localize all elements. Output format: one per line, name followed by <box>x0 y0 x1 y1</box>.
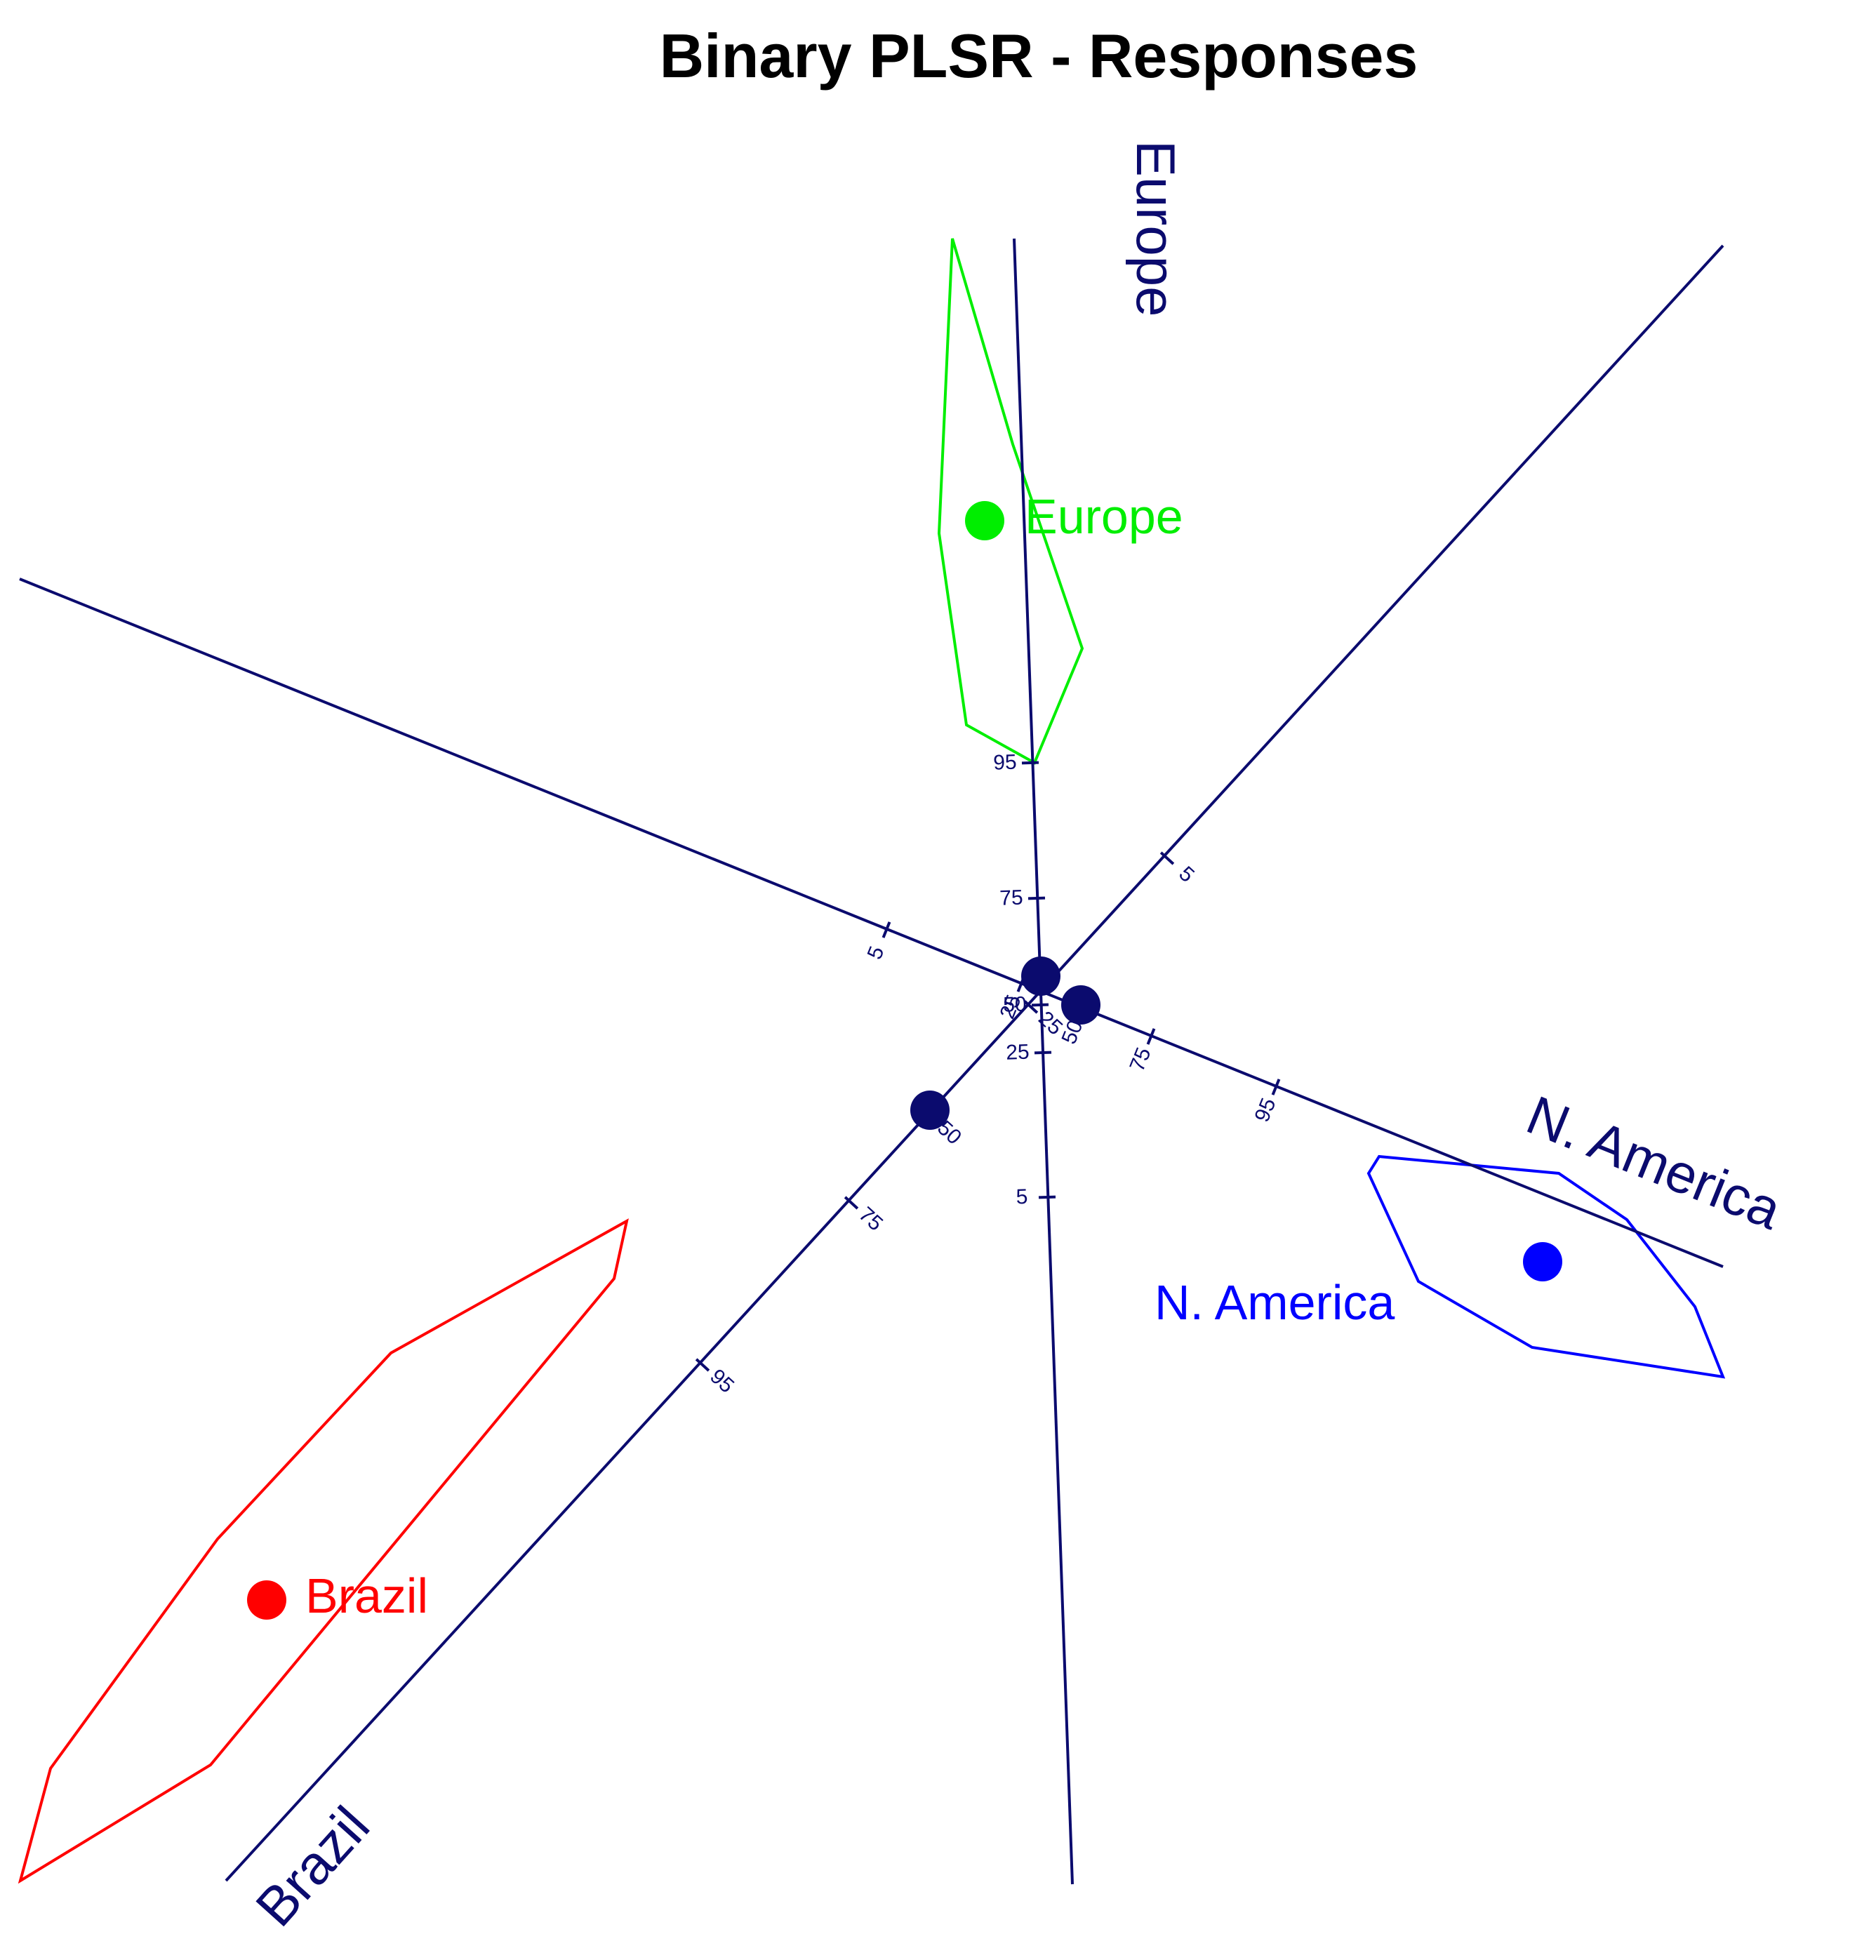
brazil-tick-label: 5 <box>1174 862 1199 887</box>
brazil-tick-mark <box>1159 851 1175 865</box>
europe-tick-mark <box>1027 896 1046 900</box>
brazil-centroid-point <box>247 1580 286 1620</box>
n-america-tick-label: 5 <box>863 943 889 963</box>
n-america-tick-label: 95 <box>1250 1095 1280 1125</box>
europe-tick-label: 50 <box>1003 993 1027 1017</box>
response-marker-1 <box>1021 956 1060 996</box>
europe-tick-label: 25 <box>1006 1041 1030 1065</box>
n-america-tick-mark <box>1146 1028 1156 1045</box>
brazil-tick-mark <box>695 1358 710 1372</box>
europe-tick-mark <box>1031 1003 1049 1007</box>
brazil-axis-name: Brazil <box>244 1795 381 1938</box>
n-america-tick-mark <box>1271 1079 1281 1095</box>
n-america-hull <box>1366 1154 1726 1379</box>
europe-tick-mark <box>1021 761 1039 765</box>
n-america-tick-label: 75 <box>1125 1044 1155 1074</box>
brazil-tick-mark <box>844 1196 859 1210</box>
n-america-axis-line <box>19 578 1724 1268</box>
n-america-axis-name: N. America <box>1519 1084 1790 1241</box>
n-america-centroid-point <box>1523 1242 1562 1281</box>
brazil-tick-label: 95 <box>705 1365 738 1398</box>
europe-tick-label: 95 <box>993 751 1018 775</box>
europe-tick-mark <box>1038 1195 1056 1199</box>
europe-tick-label: 75 <box>999 886 1024 910</box>
europe-tick-label: 5 <box>1016 1185 1028 1209</box>
brazil-group-label: Brazil <box>305 1568 428 1623</box>
brazil-hull <box>18 1218 629 1884</box>
europe-group-label: Europe <box>1025 489 1183 544</box>
brazil-tick-mark <box>1023 1000 1039 1014</box>
n-america-tick-mark <box>882 921 891 938</box>
europe-axis-line <box>1013 238 1074 1885</box>
brazil-tick-label: 75 <box>854 1203 887 1236</box>
europe-axis-name: Europe <box>1125 140 1187 317</box>
n-america-group-label: N. America <box>1155 1275 1395 1330</box>
response-marker-3 <box>910 1091 950 1130</box>
chart-title: Binary PLSR - Responses <box>660 21 1418 91</box>
response-marker-2 <box>1061 985 1100 1025</box>
europe-centroid-point <box>965 501 1004 540</box>
brazil-axis-line <box>225 244 1724 1882</box>
